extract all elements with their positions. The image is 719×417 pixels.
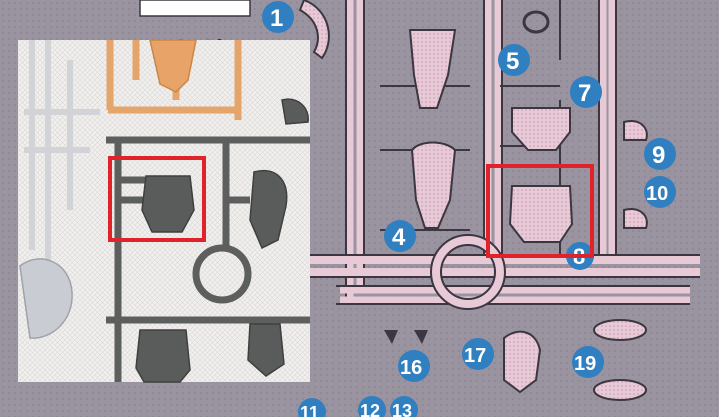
badge-16-label: 16 [400,357,422,379]
badge-19-label: 19 [574,353,596,375]
badge-5-label: 5 [506,48,519,75]
dark-runner-ring [192,244,252,304]
part-fin-b [623,208,648,229]
photo-part-highlighted [141,175,195,233]
photo-inset [18,39,310,383]
orange-part [149,39,197,93]
badge-13 [390,396,418,417]
runner-frame [305,0,700,305]
part-head [503,330,542,394]
badge-1-label: 1 [270,5,283,32]
photo-part-upper [281,98,309,125]
badge-9 [644,138,676,170]
badge-17-label: 17 [464,345,486,367]
badge-11-label: 11 [300,403,319,417]
part-clip-b [414,330,428,344]
part-shoulder-shape [298,0,330,60]
photo-part-lower-b [247,323,285,377]
part-ring-small [522,10,550,34]
badge-19 [572,346,604,378]
part-torso-upper [511,107,571,151]
badge-12 [358,396,386,417]
part-foot-a [593,319,647,341]
badge-7 [570,76,602,108]
part-chest-mid [410,141,457,229]
part-foot-b [593,379,647,401]
badge-4 [384,220,416,252]
badge-11 [298,398,326,417]
badge-5 [498,44,530,76]
part-chest-top [408,29,457,109]
photo-highlight-box [108,156,206,242]
badge-10 [644,176,676,208]
badge-13-label: 13 [392,401,412,417]
part-clip-a [384,330,398,344]
silver-part [19,258,73,339]
badge-16 [398,350,430,382]
badge-17 [462,338,494,370]
badge-10-label: 10 [646,183,668,205]
badge-12-label: 12 [360,401,380,417]
orange-sprue [106,40,242,120]
photo-part-lower-a [135,329,191,383]
part-torso-lower [508,185,574,243]
badge-7-label: 7 [578,80,591,107]
runner-ring [431,235,505,309]
title-box [139,0,251,17]
badge-4-label: 4 [392,224,406,251]
badge-1 [262,1,294,33]
part-fin-a [623,120,648,141]
photo-part-shoulder [249,169,288,250]
badge-9-label: 9 [652,142,665,169]
diagram-highlight-box [486,164,594,258]
